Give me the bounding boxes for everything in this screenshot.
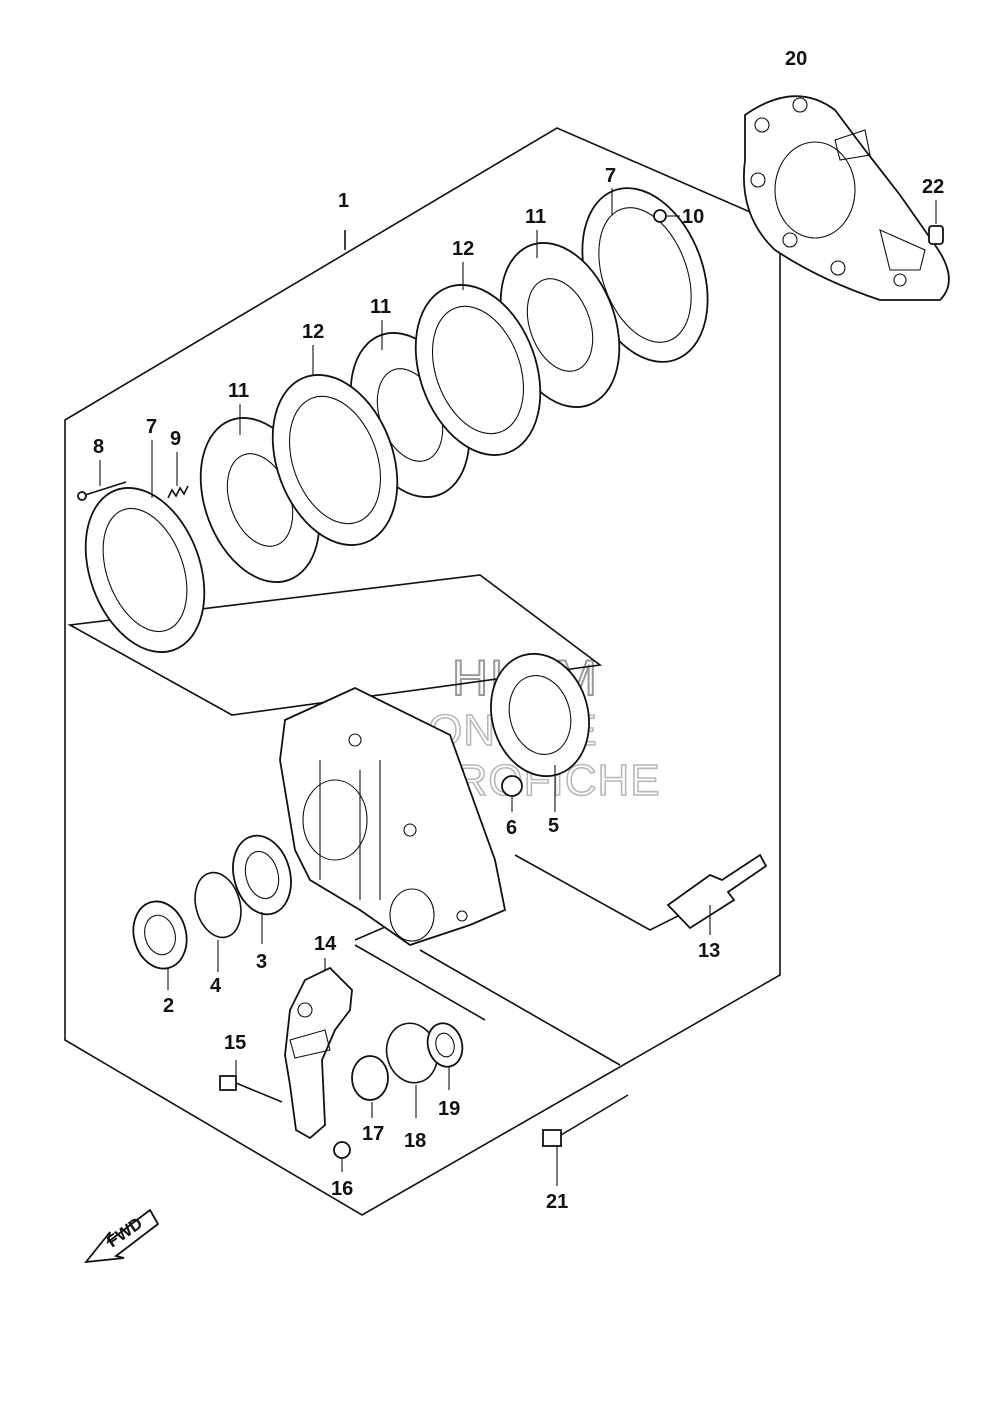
separator-plate-lower <box>84 440 206 653</box>
callout-7-upper: 7 <box>605 165 616 187</box>
plate-group-outline <box>67 574 603 716</box>
shaft <box>666 853 768 935</box>
assembly-outline <box>64 127 781 1216</box>
callout-12-lower: 12 <box>302 321 324 343</box>
pin <box>77 460 127 501</box>
callout-14: 14 <box>314 933 337 955</box>
clutch-plate-upper <box>414 262 542 456</box>
callout-7-lower: 7 <box>146 416 157 438</box>
callout-9: 9 <box>170 428 181 450</box>
callout-8: 8 <box>93 436 104 458</box>
callout-11-upper: 11 <box>525 206 546 228</box>
callout-10: 10 <box>682 206 704 228</box>
snap-ring <box>194 871 242 972</box>
oil-seal <box>132 900 188 990</box>
bracket <box>284 958 353 1140</box>
callout-1: 1 <box>338 190 349 212</box>
clutch-plate-lower <box>271 345 399 546</box>
callout-17: 17 <box>362 1123 384 1145</box>
callout-12-upper: 12 <box>452 238 474 260</box>
washer <box>501 775 523 812</box>
callout-18: 18 <box>404 1130 426 1152</box>
housing-case <box>279 687 507 946</box>
callout-16: 16 <box>331 1178 353 1200</box>
lock-washer <box>351 1055 389 1118</box>
bolt-short <box>219 1060 283 1103</box>
callout-21: 21 <box>546 1191 568 1213</box>
callout-4: 4 <box>210 975 222 997</box>
callout-11-lower: 11 <box>228 380 249 402</box>
retainer-cover <box>490 652 590 812</box>
callouts: 1 2 3 4 5 6 7 7 8 9 10 11 11 11 12 12 13… <box>93 48 944 1213</box>
bearing <box>232 834 292 944</box>
bolt-long <box>542 1094 629 1186</box>
callout-19: 19 <box>438 1098 460 1120</box>
dowel-pin <box>928 200 944 245</box>
forward-direction-arrow: FWD <box>83 1208 160 1264</box>
callout-5: 5 <box>548 815 559 837</box>
callout-11-middle: 11 <box>370 296 391 318</box>
callout-13: 13 <box>698 940 720 962</box>
callout-6: 6 <box>506 817 517 839</box>
small-nut <box>653 209 680 223</box>
callout-3: 3 <box>256 951 267 973</box>
gasket <box>743 95 950 301</box>
callout-2: 2 <box>163 995 174 1017</box>
callout-15: 15 <box>224 1032 246 1054</box>
callout-20: 20 <box>785 48 807 70</box>
small-seal <box>426 1022 464 1090</box>
callout-22: 22 <box>922 176 944 198</box>
spring <box>167 452 189 499</box>
nut <box>333 1141 351 1172</box>
